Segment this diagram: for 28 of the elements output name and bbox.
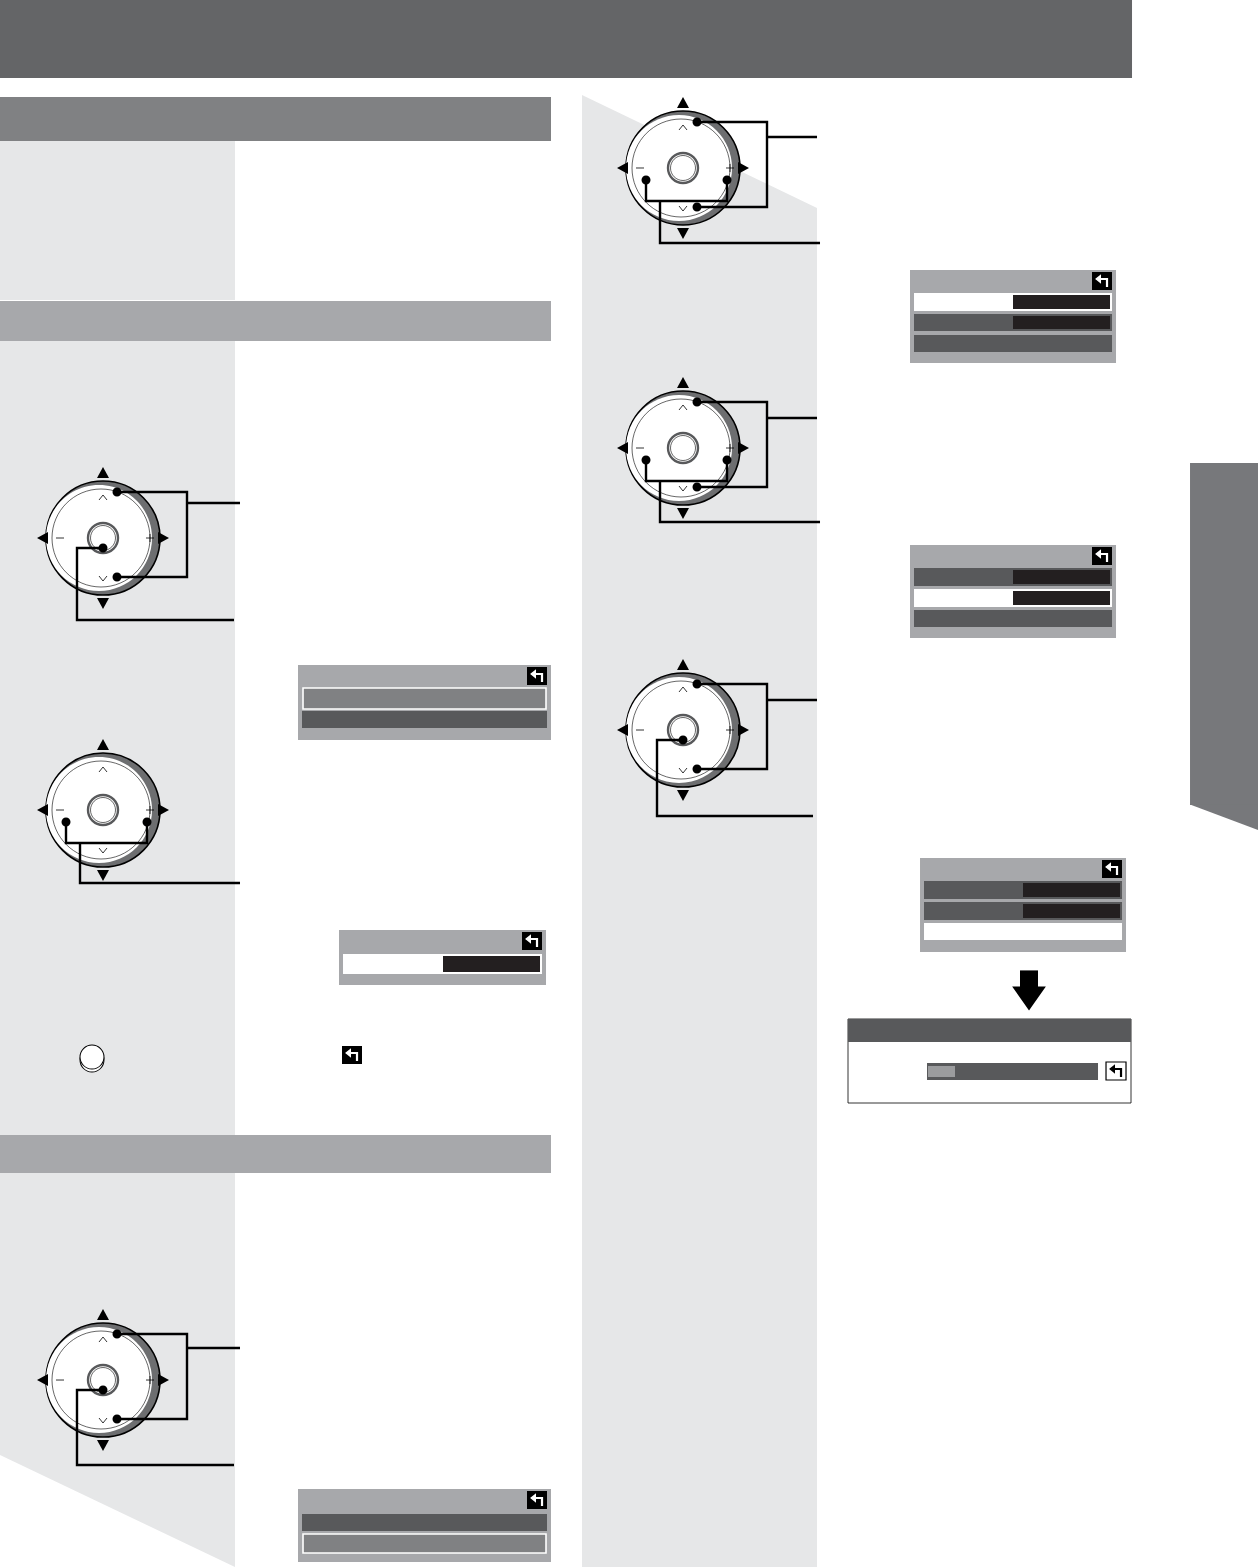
side-tab <box>1190 463 1258 830</box>
menu-screen <box>298 665 551 740</box>
leader-line <box>115 490 242 579</box>
leader-line <box>115 1332 242 1421</box>
section-bar <box>0 301 551 341</box>
leader-line <box>695 400 819 489</box>
menu-screen <box>920 858 1126 952</box>
section-bar <box>0 97 551 141</box>
dial-drawing <box>617 377 749 519</box>
menu-screen <box>910 270 1116 363</box>
progress-screen <box>847 1018 1132 1104</box>
leader-line <box>695 682 819 771</box>
leader-line <box>75 546 234 622</box>
leader-line <box>75 1388 234 1467</box>
leader-line <box>644 178 822 245</box>
dial-drawing <box>37 467 169 609</box>
menu-screen <box>910 545 1116 638</box>
leader-line <box>655 738 813 818</box>
dial-drawing <box>37 739 169 881</box>
leader-line <box>644 458 822 524</box>
dial-drawing <box>617 97 749 239</box>
section-bar <box>0 1135 551 1173</box>
dial-drawing <box>617 659 749 801</box>
leader-line <box>64 820 242 885</box>
leader-line <box>695 120 819 209</box>
dial-drawing <box>37 1309 169 1451</box>
menu-screen <box>298 1489 551 1562</box>
menu-screen <box>339 930 546 985</box>
